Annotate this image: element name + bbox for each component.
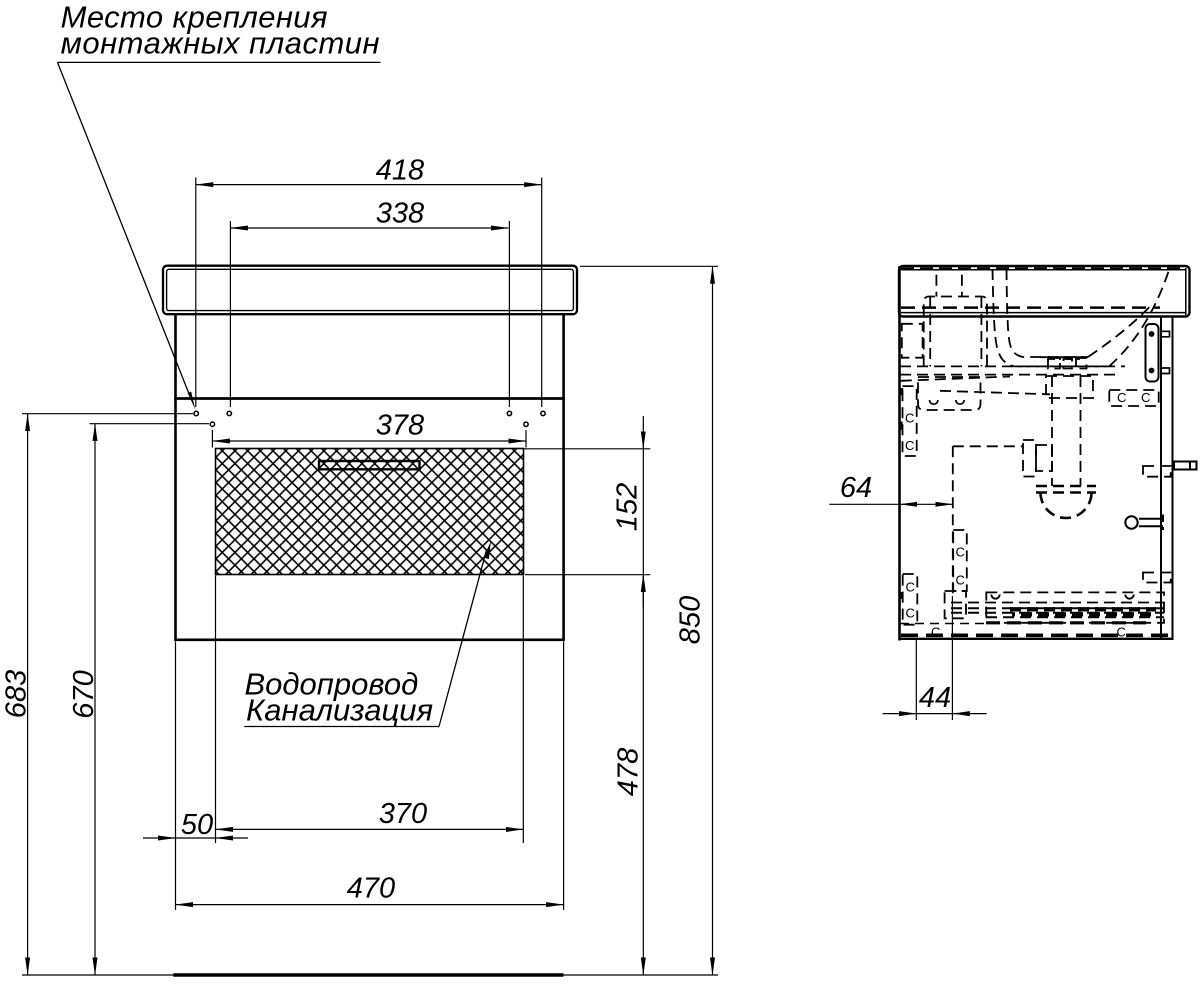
svg-text:C: C <box>905 411 914 426</box>
svg-text:370: 370 <box>379 798 427 830</box>
svg-text:152: 152 <box>612 483 644 531</box>
svg-text:C: C <box>1117 625 1126 640</box>
svg-text:44: 44 <box>919 682 951 714</box>
svg-text:C: C <box>1141 390 1150 405</box>
svg-text:478: 478 <box>613 748 645 796</box>
svg-text:C: C <box>956 545 965 560</box>
svg-text:Канализация: Канализация <box>246 692 433 727</box>
svg-text:64: 64 <box>840 472 872 504</box>
svg-text:Водопровод: Водопровод <box>245 667 419 702</box>
svg-text:C: C <box>905 438 914 453</box>
svg-text:683: 683 <box>0 670 32 718</box>
svg-text:850: 850 <box>675 596 707 644</box>
svg-text:50: 50 <box>181 809 213 841</box>
svg-text:670: 670 <box>68 670 100 718</box>
svg-text:C: C <box>931 625 940 640</box>
svg-text:монтажных пластин: монтажных пластин <box>61 26 380 61</box>
svg-text:470: 470 <box>347 873 395 905</box>
svg-text:C: C <box>1117 390 1126 405</box>
svg-text:C: C <box>906 580 915 595</box>
svg-text:Место крепления: Место крепления <box>61 0 328 35</box>
svg-text:338: 338 <box>376 198 424 230</box>
svg-text:C: C <box>956 573 965 588</box>
svg-text:378: 378 <box>376 410 424 442</box>
svg-text:C: C <box>906 606 915 621</box>
svg-text:418: 418 <box>376 155 424 187</box>
